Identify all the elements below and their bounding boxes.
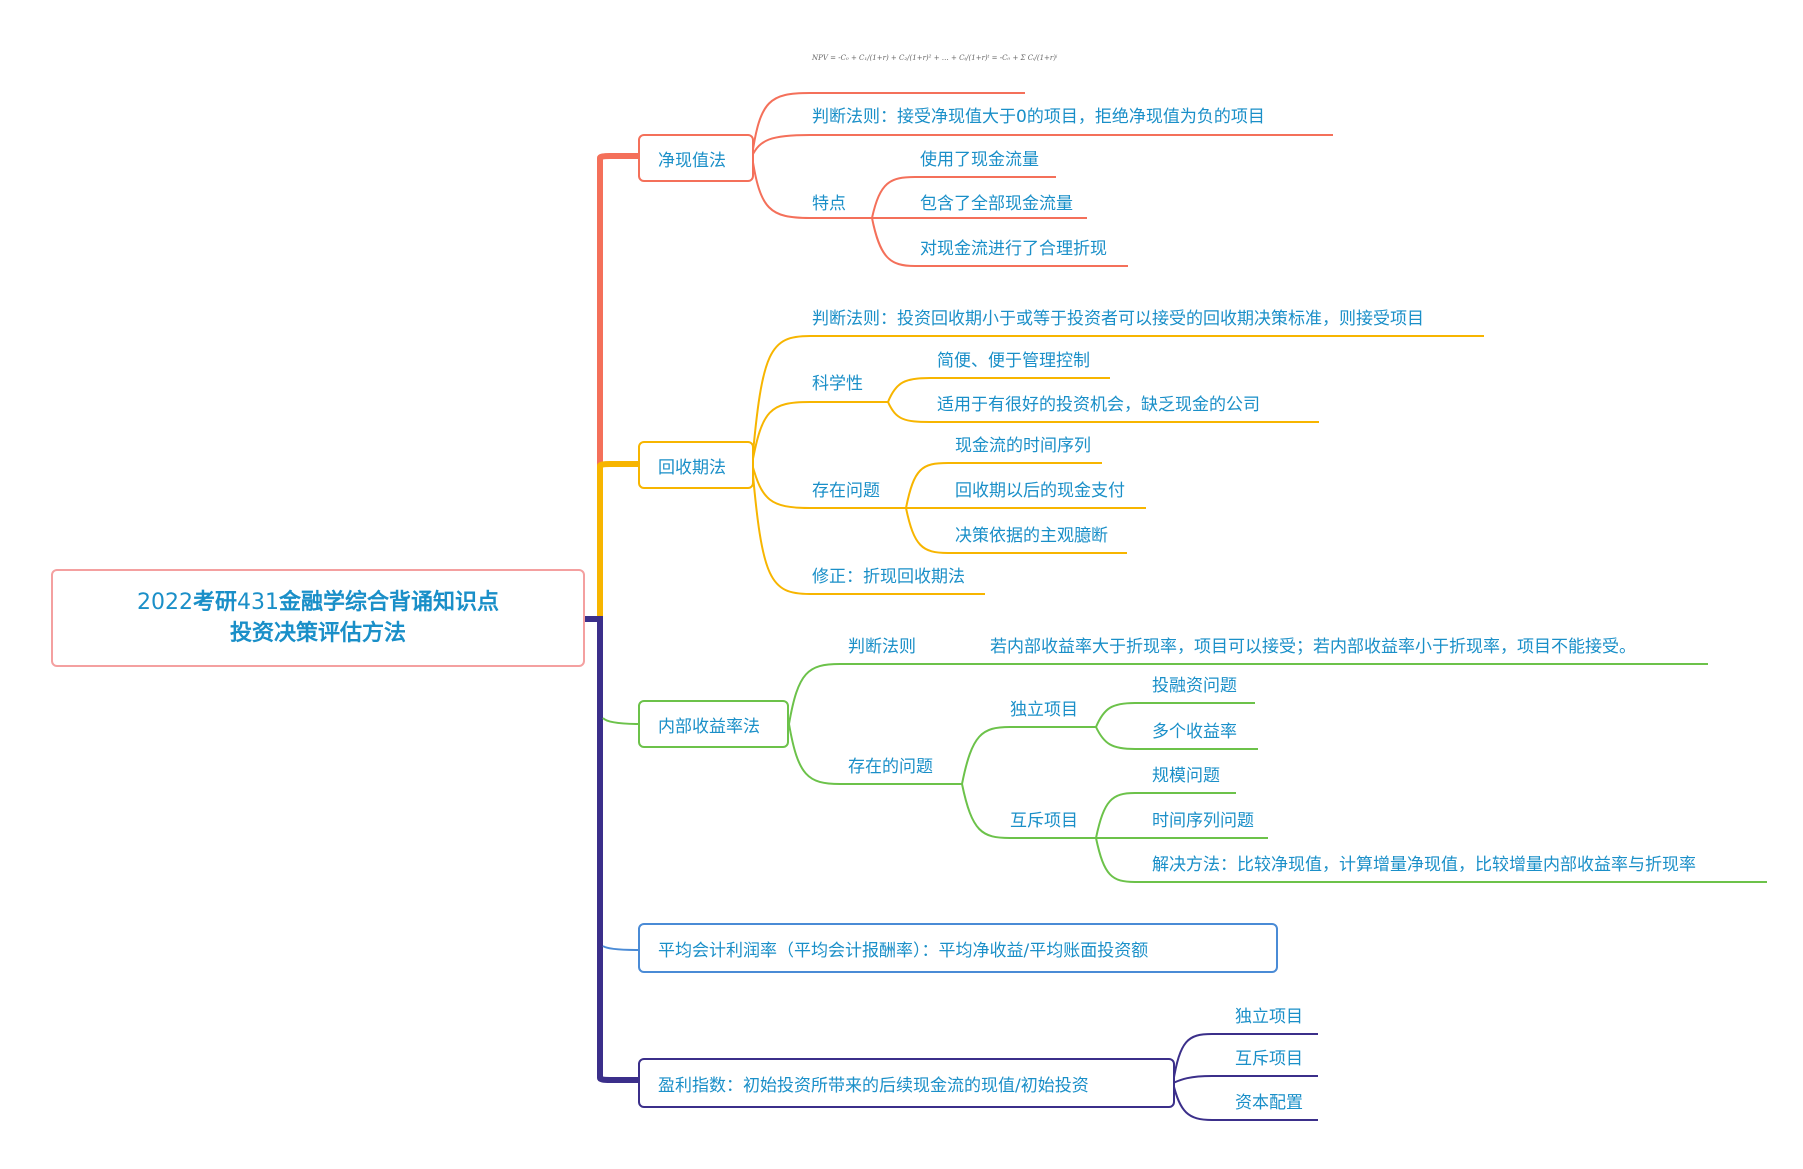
npv-f1	[871, 176, 1056, 219]
npv-f3	[871, 217, 1128, 267]
topic-pi[interactable]: 盈利指数：初始投资所带来的后续现金流的现值/初始投资	[638, 1058, 1175, 1108]
npv-formula: NPV = -C₀ + C₁/(1+r) + C₂/(1+r)² + … + C…	[812, 54, 1058, 62]
trunk-pi	[597, 618, 640, 1083]
irr-link-problems	[788, 723, 962, 785]
trunk-npv	[597, 153, 640, 467]
payback-science-1[interactable]: 简便、便于管理控制	[937, 351, 1090, 371]
pb-p3	[905, 507, 1127, 554]
irr-exclusive-2[interactable]: 时间序列问题	[1152, 811, 1254, 831]
npv-feature-2[interactable]: 包含了全部现金流量	[920, 194, 1073, 214]
irr-independent[interactable]: 独立项目	[1010, 700, 1078, 720]
trunk-aar	[602, 945, 641, 951]
npv-feature-1[interactable]: 使用了现金流量	[920, 150, 1039, 170]
pi-child-2[interactable]: 互斥项目	[1235, 1049, 1303, 1069]
irr-exclusive-1[interactable]: 规模问题	[1152, 766, 1220, 786]
irr-i1	[1095, 702, 1255, 728]
topic-aar[interactable]: 平均会计利润率（平均会计报酬率）：平均净收益/平均账面投资额	[638, 923, 1278, 973]
root-text-a: 考研	[192, 590, 237, 615]
root-title-line1: 2022考研431金融学综合背诵知识点	[137, 587, 499, 618]
irr-exclusive-3[interactable]: 解决方法：比较净现值，计算增量净现值，比较增量内部收益率与折现率	[1152, 855, 1696, 875]
pb-link-fix	[751, 463, 985, 595]
payback-problem-3[interactable]: 决策依据的主观臆断	[955, 526, 1108, 546]
irr-e3	[1095, 837, 1767, 883]
root-number: 431	[237, 590, 279, 615]
npv-features[interactable]: 特点	[812, 194, 846, 214]
pi-c3	[1172, 1082, 1318, 1121]
irr-exclusive[interactable]: 互斥项目	[1010, 811, 1078, 831]
pb-s1	[887, 377, 1110, 403]
npv-link-formula	[751, 92, 1025, 157]
irr-problems[interactable]: 存在的问题	[848, 757, 933, 777]
root-year: 2022	[136, 590, 193, 615]
payback-science-2[interactable]: 适用于有很好的投资机会，缺乏现金的公司	[937, 395, 1260, 415]
trunk-payback	[597, 461, 640, 616]
trunk-irr	[602, 717, 641, 725]
topic-irr[interactable]: 内部收益率法	[638, 700, 789, 748]
payback-fix[interactable]: 修正：折现回收期法	[812, 567, 965, 587]
root-text-b: 金融学综合背诵知识点	[279, 590, 500, 615]
npv-feature-3[interactable]: 对现金流进行了合理折现	[920, 239, 1107, 259]
payback-rule[interactable]: 判断法则：投资回收期小于或等于投资者可以接受的回收期决策标准，则接受项目	[812, 309, 1424, 329]
irr-independent-1[interactable]: 投融资问题	[1152, 676, 1237, 696]
npv-rule[interactable]: 判断法则：接受净现值大于0的项目，拒绝净现值为负的项目	[812, 107, 1265, 127]
pb-s2	[887, 401, 1319, 423]
irr-link-exclusive	[961, 783, 1096, 839]
payback-problems[interactable]: 存在问题	[812, 481, 880, 501]
irr-rule-label[interactable]: 判断法则	[848, 637, 916, 657]
payback-science[interactable]: 科学性	[812, 374, 863, 394]
pb-link-problems	[751, 463, 906, 509]
irr-e1	[1095, 792, 1236, 839]
topic-payback[interactable]: 回收期法	[638, 441, 754, 489]
pi-child-1[interactable]: 独立项目	[1235, 1007, 1303, 1027]
payback-problem-2[interactable]: 回收期以后的现金支付	[955, 481, 1125, 501]
irr-link-independent	[961, 726, 1096, 785]
pb-p1	[905, 462, 1102, 509]
pb-link-science	[751, 401, 888, 465]
irr-independent-2[interactable]: 多个收益率	[1152, 722, 1237, 742]
npv-link-features	[751, 155, 872, 219]
pi-c1	[1172, 1033, 1318, 1084]
irr-rule-text[interactable]: 若内部收益率大于折现率，项目可以接受；若内部收益率小于折现率，项目不能接受。	[990, 637, 1636, 657]
topic-npv[interactable]: 净现值法	[638, 134, 754, 182]
pi-child-3[interactable]: 资本配置	[1235, 1093, 1303, 1113]
irr-i2	[1095, 726, 1258, 750]
irr-link-rule	[788, 663, 1708, 725]
payback-problem-1[interactable]: 现金流的时间序列	[955, 436, 1091, 456]
root-title-line2: 投资决策评估方法	[229, 621, 406, 646]
root-topic[interactable]: 2022考研431金融学综合背诵知识点 投资决策评估方法	[51, 569, 585, 667]
pi-c2	[1172, 1075, 1318, 1084]
npv-link-rule	[751, 134, 1333, 157]
pb-link-rule	[751, 335, 1484, 465]
